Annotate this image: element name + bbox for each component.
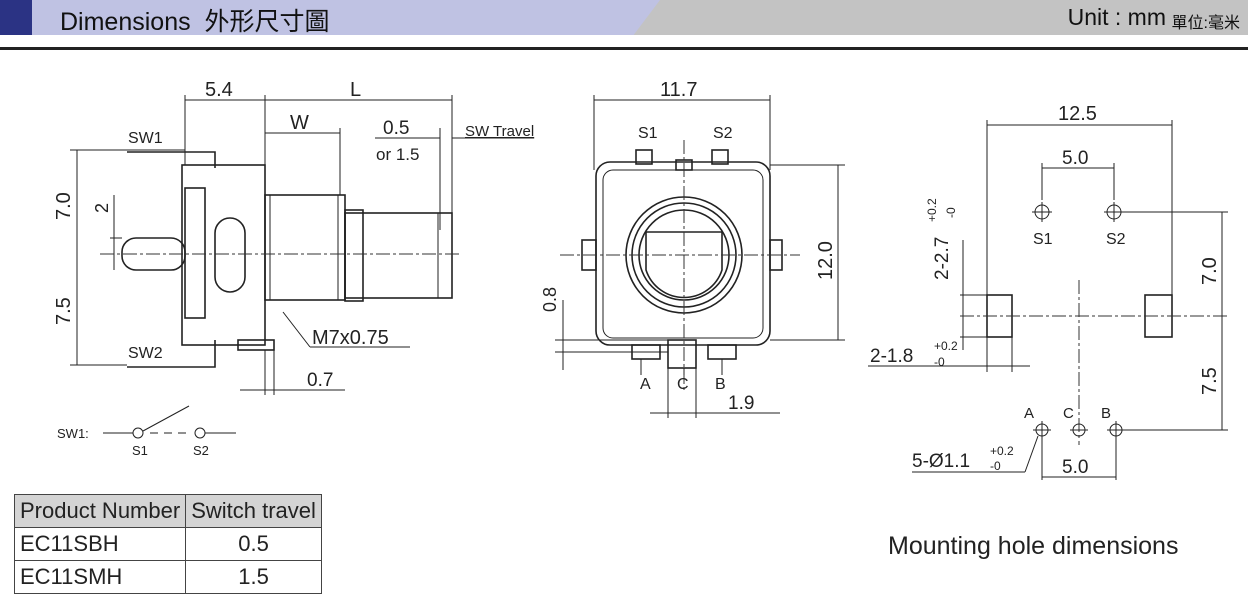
dim-12-0: 12.0 xyxy=(815,241,837,280)
dim-1-9: 1.9 xyxy=(728,393,754,414)
dim-2: 2 xyxy=(92,203,112,213)
switch-travel: 0.5 xyxy=(185,527,322,561)
mounting-view: 12.5 5.0 S1 S2 2-2.7 +0.2 -0 2-1.8 +0.2 … xyxy=(868,103,1228,480)
mounting-caption: Mounting hole dimensions xyxy=(888,532,1179,560)
col-product-number: Product Number xyxy=(13,494,187,528)
product-number: EC11SMH xyxy=(13,560,187,594)
col-switch-travel: Switch travel xyxy=(185,494,322,528)
pin-holes xyxy=(1033,421,1125,480)
dim-12-5: 12.5 xyxy=(1058,103,1097,125)
table-row: EC11SBH 0.5 xyxy=(13,527,322,561)
thread-spec: M7x0.75 xyxy=(312,327,389,349)
front-view: 11.7 S1 S2 A C B 12.0 0.8 1. xyxy=(540,79,845,418)
hole-2-2-7-tol-minus: -0 xyxy=(944,207,958,218)
schematic-label: SW1: xyxy=(57,426,89,441)
mount-s1: S1 xyxy=(1033,231,1053,248)
switch-travel: 1.5 xyxy=(185,560,322,594)
sw-travel-label: SW Travel xyxy=(465,123,534,140)
front-pin-a: A xyxy=(640,376,651,393)
front-pin-c: C xyxy=(677,376,689,393)
side-view: 5.4 L W 0.5 or 1.5 SW Travel SW1 SW2 7.0… xyxy=(53,79,534,395)
sw2-label: SW2 xyxy=(128,345,163,362)
dim-7-0: 7.0 xyxy=(53,192,75,220)
switch-schematic: SW1: S1 S2 xyxy=(57,405,236,458)
table-header-row: Product Number Switch travel xyxy=(13,494,322,528)
slot-tol-plus: +0.2 xyxy=(934,339,958,353)
dim-5-0-top: 5.0 xyxy=(1062,148,1088,169)
dim-travel-1-5: or 1.5 xyxy=(376,145,419,164)
mount-pin-b: B xyxy=(1101,405,1111,422)
header-marker xyxy=(0,0,32,35)
front-pin-b: B xyxy=(715,376,726,393)
hole-5-1-1-tol-plus: +0.2 xyxy=(990,444,1014,458)
switch-travel-table: Product Number Switch travel EC11SBH 0.5… xyxy=(13,494,322,594)
section-header: Dimensions 外形尺寸圖 Unit : mm 單位:毫米 xyxy=(0,0,1248,36)
dim-L: L xyxy=(350,79,361,101)
front-s2: S2 xyxy=(713,125,733,142)
slot-tol-minus: -0 xyxy=(934,355,945,369)
hole-2-2-7: 2-2.7 xyxy=(932,237,953,280)
slot-2-1-8: 2-1.8 xyxy=(870,346,913,367)
mount-dim-7-5: 7.5 xyxy=(1199,367,1221,395)
hole-5-1-1: 5-Ø1.1 xyxy=(912,451,970,472)
front-s1: S1 xyxy=(638,125,658,142)
dim-5-0-bottom: 5.0 xyxy=(1062,457,1088,478)
dim-0-7: 0.7 xyxy=(307,370,333,391)
dim-5-4: 5.4 xyxy=(205,79,233,101)
schematic-s2: S2 xyxy=(193,443,209,458)
header-rule xyxy=(0,47,1248,50)
header-band xyxy=(0,0,660,35)
schematic-s1: S1 xyxy=(132,443,148,458)
mount-dim-7-0: 7.0 xyxy=(1199,257,1221,285)
table-row: EC11SMH 1.5 xyxy=(13,560,322,594)
dim-W: W xyxy=(290,112,309,134)
mount-s2: S2 xyxy=(1106,231,1126,248)
dim-11-7: 11.7 xyxy=(660,79,697,101)
unit-label: Unit : mm xyxy=(1067,4,1166,30)
dim-0-8: 0.8 xyxy=(540,287,560,312)
unit-label-cn: 單位:毫米 xyxy=(1171,15,1240,32)
mount-pin-c: C xyxy=(1063,405,1074,422)
section-title: Dimensions 外形尺寸圖 xyxy=(60,8,330,36)
product-number: EC11SBH xyxy=(13,527,187,561)
dim-7-5: 7.5 xyxy=(53,297,75,325)
mount-pin-a: A xyxy=(1024,405,1034,422)
hole-5-1-1-tol-minus: -0 xyxy=(990,459,1001,473)
dim-travel-0-5: 0.5 xyxy=(383,118,409,139)
sw1-label: SW1 xyxy=(128,130,163,147)
hole-2-2-7-tol-plus: +0.2 xyxy=(925,198,939,222)
